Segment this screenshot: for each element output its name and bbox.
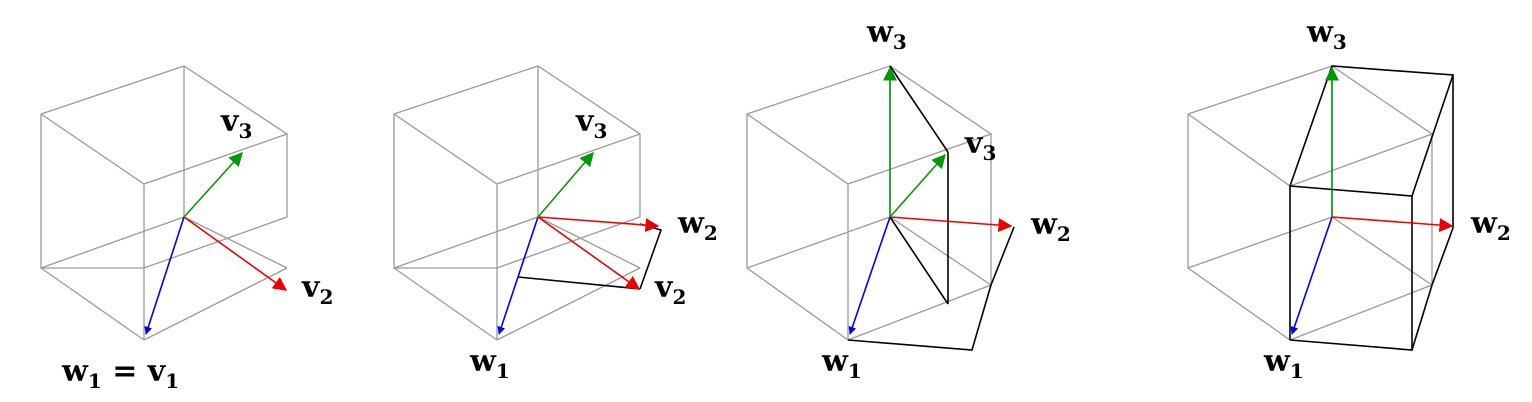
v2-vector xyxy=(537,216,641,290)
label-w1: w1 xyxy=(821,344,862,383)
cube-wireframe xyxy=(40,65,288,341)
w1-vector xyxy=(848,216,891,335)
w1-vector xyxy=(1290,216,1333,335)
label-w2: w2 xyxy=(1470,206,1511,245)
cube-wireframe xyxy=(746,65,992,341)
projection-lines xyxy=(517,223,663,290)
v3-vector xyxy=(889,153,946,218)
label-w3: w3 xyxy=(866,15,907,54)
label-w2: w2 xyxy=(1030,207,1071,246)
panel-2: w1 v2 v3 w2 xyxy=(393,65,718,383)
label-v3: v3 xyxy=(964,126,996,165)
label-w1-equals-v1: w1 = v1 xyxy=(61,354,179,393)
w1-vector xyxy=(497,216,539,335)
label-v3: v3 xyxy=(220,104,252,143)
v3-vector xyxy=(537,151,594,218)
w2-vector xyxy=(889,216,1013,233)
label-v2: v2 xyxy=(654,270,686,309)
panel-1: w1 = v1 v2 v3 xyxy=(40,65,333,393)
label-v3: v3 xyxy=(575,104,607,143)
w2-vector xyxy=(1331,216,1454,233)
v2-vector xyxy=(183,216,288,291)
v1-vector xyxy=(144,216,185,335)
v3-vector xyxy=(183,151,243,218)
w2-vector xyxy=(537,216,660,233)
panel-4: w1 w2 w3 xyxy=(1187,15,1511,383)
label-v2: v2 xyxy=(301,270,333,309)
label-w2: w2 xyxy=(677,206,718,245)
projection-lines xyxy=(847,65,1015,351)
cube-wireframe xyxy=(393,65,641,341)
panel-3: w1 w2 v3 w3 xyxy=(746,15,1071,383)
label-w1: w1 xyxy=(1263,344,1304,383)
cube-wireframe xyxy=(1187,65,1433,341)
label-w3: w3 xyxy=(1306,15,1347,54)
label-w1: w1 xyxy=(469,344,510,383)
orthonormal-box xyxy=(1289,65,1455,351)
